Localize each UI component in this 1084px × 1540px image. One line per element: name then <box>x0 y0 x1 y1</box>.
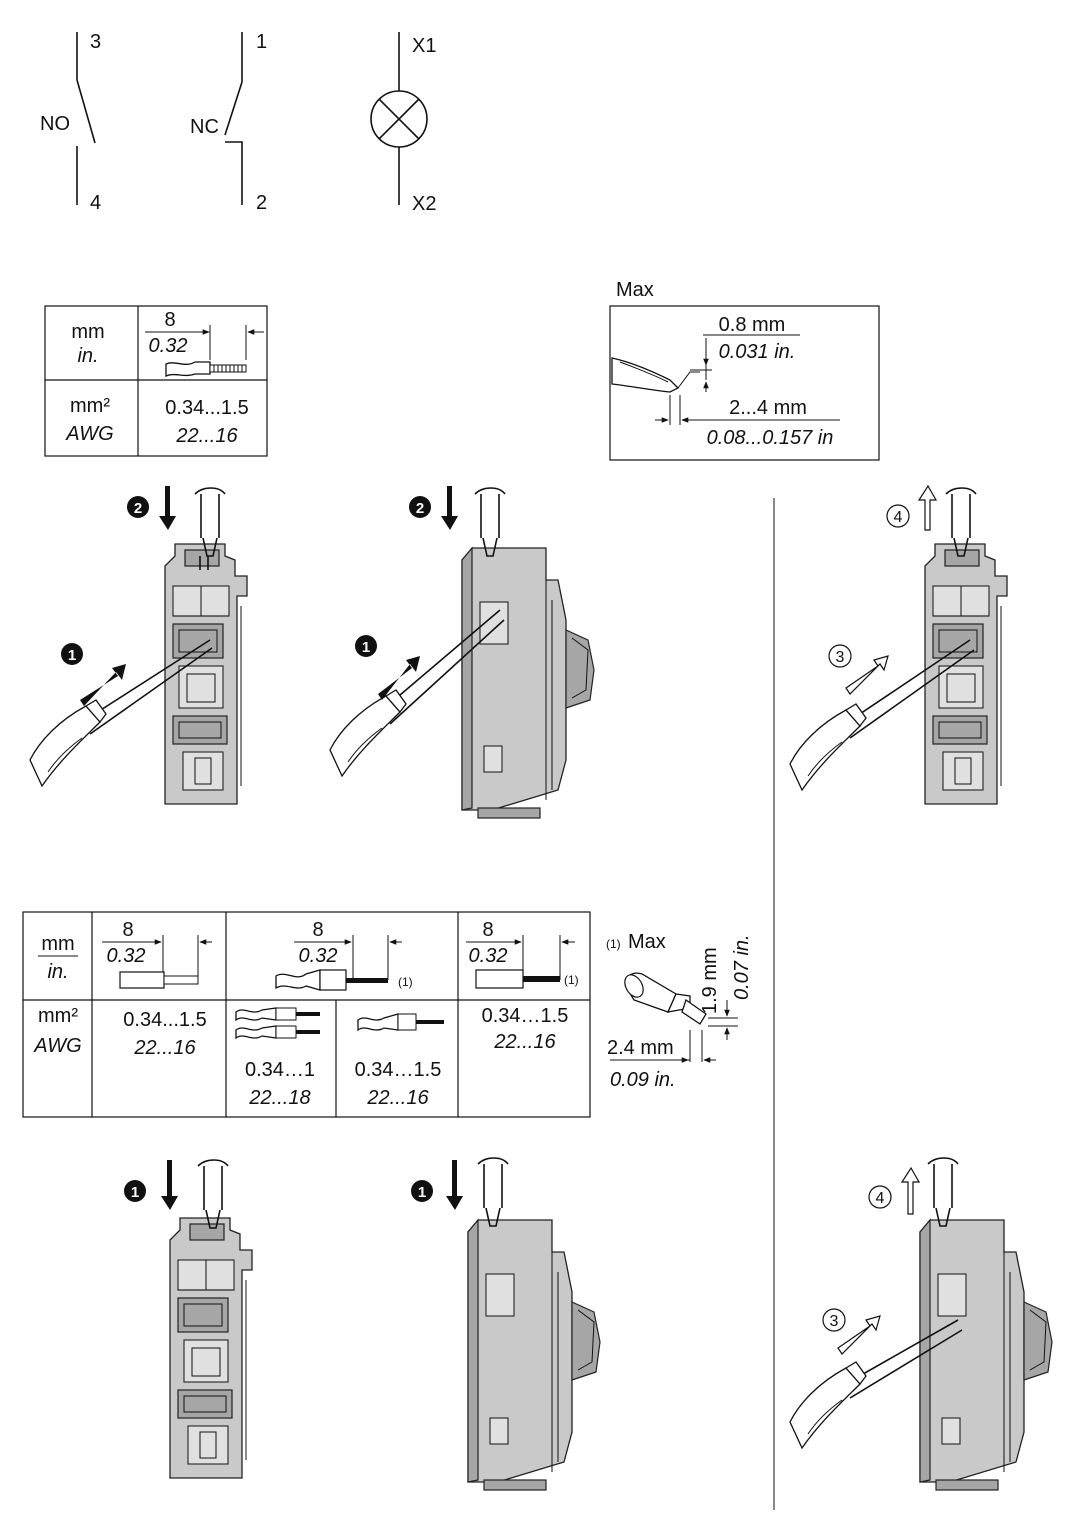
lamp-terminal-bottom: X2 <box>412 193 436 215</box>
col1-strip-mm: 8 <box>122 919 133 941</box>
illustration-insert-front: 1 2 <box>29 486 248 805</box>
lamp-terminal-top: X1 <box>412 35 436 57</box>
screwdriver-tip-icon <box>611 357 700 393</box>
ferrule-note: (1) <box>606 937 621 951</box>
svg-text:1: 1 <box>418 1184 426 1201</box>
unit-in: in. <box>77 345 98 367</box>
tip-thickness-in: 0.031 in. <box>719 341 796 363</box>
range-awg: 22...16 <box>175 425 238 447</box>
illustration-push-in-side: 1 <box>411 1157 601 1491</box>
up-arrow-outline-icon <box>900 1166 921 1215</box>
col2-strip-in: 0.32 <box>299 945 338 967</box>
ferrule-height-in: 0.07 in. <box>731 934 753 1000</box>
no-label: NO <box>40 113 70 135</box>
step-1-badge: 1 <box>124 1180 146 1202</box>
range-mm2: 0.34...1.5 <box>165 397 248 419</box>
push-arrow-outline-icon <box>845 655 889 695</box>
col3-note: (1) <box>564 973 579 987</box>
col3-strip-mm: 8 <box>482 919 493 941</box>
ferrule-length-mm: 2.4 mm <box>607 1037 674 1059</box>
illustration-insert-side: 1 2 <box>329 486 595 819</box>
down-arrow-icon <box>161 1160 178 1210</box>
pin-ferrule-icon <box>119 971 199 989</box>
unit-in: in. <box>47 961 68 983</box>
tip-thickness-mm: 0.8 mm <box>719 314 786 336</box>
col1-strip-in: 0.32 <box>107 945 146 967</box>
down-arrow-icon <box>446 1160 463 1210</box>
step-3-badge: 3 <box>828 644 852 668</box>
lamp-symbol: X1 X2 <box>370 32 436 215</box>
step-4-badge: 4 <box>868 1185 892 1209</box>
svg-text:4: 4 <box>894 509 903 526</box>
unit-awg: AWG <box>65 423 113 445</box>
nc-terminal-top: 1 <box>256 31 267 53</box>
strip-table-1: mm in. 8 0.32 mm² AWG 0.34...1.5 22...16 <box>44 305 268 457</box>
screwdriver-max-label: Max <box>616 279 654 301</box>
illustration-release-side: 3 4 <box>789 1157 1053 1491</box>
step-1-badge: 1 <box>355 635 377 657</box>
nc-terminal-bottom: 2 <box>256 192 267 214</box>
stripped-wire-icon <box>165 361 247 377</box>
step-4-badge: 4 <box>886 504 910 528</box>
col1-range-awg: 22...16 <box>133 1037 196 1059</box>
col2b-range-awg: 22...16 <box>366 1087 429 1109</box>
svg-text:2: 2 <box>134 500 142 517</box>
ferrule-icon <box>624 972 707 1025</box>
svg-text:3: 3 <box>836 649 845 666</box>
screwdriver-spec: Max 0.8 mm 0.031 in. 2...4 mm 0.08...0.1… <box>609 279 880 461</box>
step-2-badge: 2 <box>127 496 149 518</box>
nc-label: NC <box>190 116 219 138</box>
pin-ferrule-black-icon <box>475 969 560 989</box>
illustration-release-front: 3 4 <box>789 484 1008 805</box>
tip-width-in: 0.08...0.157 in <box>707 427 834 449</box>
unit-mm: mm <box>71 321 104 343</box>
ferrule-max-label: Max <box>628 931 666 953</box>
up-arrow-outline-icon <box>917 484 938 531</box>
push-arrow-icon <box>378 656 420 700</box>
no-contact-symbol: 3 4 NO <box>40 31 101 214</box>
nc-contact-symbol: 1 2 NC <box>190 31 267 214</box>
ferrule-height-mm: 1.9 mm <box>699 947 721 1014</box>
col3-strip-in: 0.32 <box>469 945 508 967</box>
col2b-range-mm2: 0.34…1.5 <box>355 1059 442 1081</box>
col2-strip-mm: 8 <box>312 919 323 941</box>
unit-awg: AWG <box>33 1035 81 1057</box>
svg-text:1: 1 <box>131 1184 139 1201</box>
twin-ferrule-icon <box>235 1007 320 1040</box>
strip-table-2: mm in. mm² AWG 8 0.32 0.34...1.5 22...16… <box>22 911 591 1118</box>
unit-mm2: mm² <box>38 1005 78 1027</box>
ferrule-length-in: 0.09 in. <box>610 1069 676 1091</box>
tip-width-mm: 2...4 mm <box>729 397 807 419</box>
col2-note: (1) <box>398 975 413 989</box>
svg-text:1: 1 <box>68 647 76 664</box>
step-1-badge: 1 <box>61 643 83 665</box>
col2a-range-mm2: 0.34…1 <box>245 1059 315 1081</box>
svg-text:3: 3 <box>830 1313 839 1330</box>
step-2-badge: 2 <box>409 496 431 518</box>
down-arrow-icon <box>159 486 176 530</box>
no-terminal-top: 3 <box>90 31 101 53</box>
illustration-push-in-front: 1 <box>124 1159 253 1479</box>
unit-mm: mm <box>41 933 74 955</box>
push-arrow-outline-icon <box>837 1315 881 1355</box>
col1-range-mm2: 0.34...1.5 <box>123 1009 206 1031</box>
strip-in: 0.32 <box>149 335 188 357</box>
push-arrow-icon <box>80 664 126 706</box>
ferrule-spec: (1) Max 1.9 mm 0.07 in. 2.4 mm 0.09 in. <box>606 931 753 1091</box>
col3-range-awg: 22...16 <box>493 1031 556 1053</box>
insulated-ferrule-icon <box>275 969 388 991</box>
no-terminal-bottom: 4 <box>90 192 101 214</box>
step-1-badge: 1 <box>411 1180 433 1202</box>
svg-text:2: 2 <box>416 500 424 517</box>
step-3-badge: 3 <box>822 1308 846 1332</box>
single-ferrule-icon <box>357 1013 444 1032</box>
col3-range-mm2: 0.34…1.5 <box>482 1005 569 1027</box>
unit-mm2: mm² <box>70 395 110 417</box>
svg-text:1: 1 <box>362 639 370 656</box>
strip-mm: 8 <box>164 309 175 331</box>
svg-text:4: 4 <box>876 1190 885 1207</box>
down-arrow-icon <box>441 486 458 530</box>
col2a-range-awg: 22...18 <box>248 1087 310 1109</box>
